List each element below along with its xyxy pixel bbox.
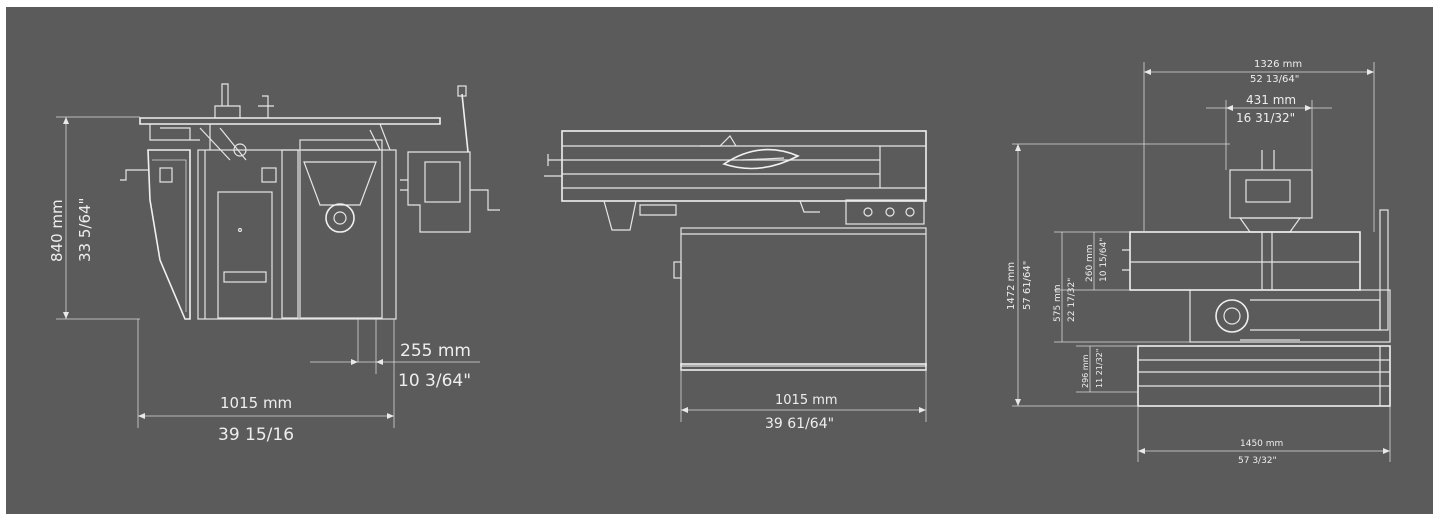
top-h3-dimension: 575 mm 22 17/32" bbox=[1053, 232, 1190, 343]
front-offset-dimension: 255 mm 10 3/64" bbox=[310, 319, 480, 391]
drawing-panel bbox=[6, 7, 1433, 514]
front-width-mm: 1015 mm bbox=[220, 394, 292, 412]
front-width-in: 39 15/16 bbox=[218, 425, 294, 445]
top-machine-outline bbox=[1122, 150, 1391, 407]
top-h4-dimension: 296 mm 11 21/32" bbox=[1076, 345, 1138, 393]
top-h4-mm: 296 mm bbox=[1081, 354, 1090, 388]
top-h3-mm: 575 mm bbox=[1053, 284, 1063, 322]
top-height-in: 57 61/64" bbox=[1022, 261, 1033, 310]
top-h2-mm: 260 mm bbox=[1085, 244, 1095, 282]
top-h3-in: 22 17/32" bbox=[1067, 278, 1077, 322]
top-inner-width-mm: 431 mm bbox=[1246, 93, 1296, 107]
front-view: 840 mm 33 5/64" 1015 mm 39 15/16 255 mm … bbox=[48, 83, 500, 445]
top-h2-in: 10 15/64" bbox=[1099, 238, 1109, 282]
front-width-dimension: 1015 mm 39 15/16 bbox=[137, 319, 395, 445]
front-height-in: 33 5/64" bbox=[76, 198, 94, 262]
top-h4-in: 11 21/32" bbox=[1095, 349, 1104, 388]
front-offset-mm: 255 mm bbox=[400, 341, 471, 361]
top-height-dimension: 1472 mm 57 61/64" bbox=[1006, 143, 1230, 407]
top-view: 1326 mm 52 13/64" 431 mm 16 31/32" 1472 … bbox=[1006, 59, 1391, 466]
top-width-lower-in: 57 3/32" bbox=[1238, 456, 1277, 466]
top-width-upper-mm: 1326 mm bbox=[1254, 59, 1302, 70]
top-width-upper-in: 52 13/64" bbox=[1250, 74, 1299, 85]
top-h2-dimension: 260 mm 10 15/64" bbox=[1054, 231, 1130, 291]
front-machine-outline bbox=[120, 83, 500, 320]
top-height-mm: 1472 mm bbox=[1006, 262, 1017, 310]
front-height-dimension: 840 mm 33 5/64" bbox=[48, 116, 140, 320]
top-width-lower-mm: 1450 mm bbox=[1240, 439, 1283, 449]
top-width-lower-dimension: 1450 mm 57 3/32" bbox=[1137, 406, 1391, 466]
top-inner-width-dimension: 431 mm 16 31/32" bbox=[1206, 93, 1332, 170]
side-view: 1015 mm 39 61/64" bbox=[544, 130, 927, 432]
side-width-dimension: 1015 mm 39 61/64" bbox=[680, 366, 927, 432]
top-width-upper-dimension: 1326 mm 52 13/64" bbox=[1143, 59, 1375, 232]
side-width-mm: 1015 mm bbox=[775, 393, 838, 408]
front-offset-in: 10 3/64" bbox=[398, 371, 471, 391]
side-machine-outline bbox=[544, 130, 927, 371]
side-width-in: 39 61/64" bbox=[765, 416, 834, 432]
front-height-mm: 840 mm bbox=[48, 199, 66, 262]
top-inner-width-in: 16 31/32" bbox=[1236, 111, 1295, 125]
